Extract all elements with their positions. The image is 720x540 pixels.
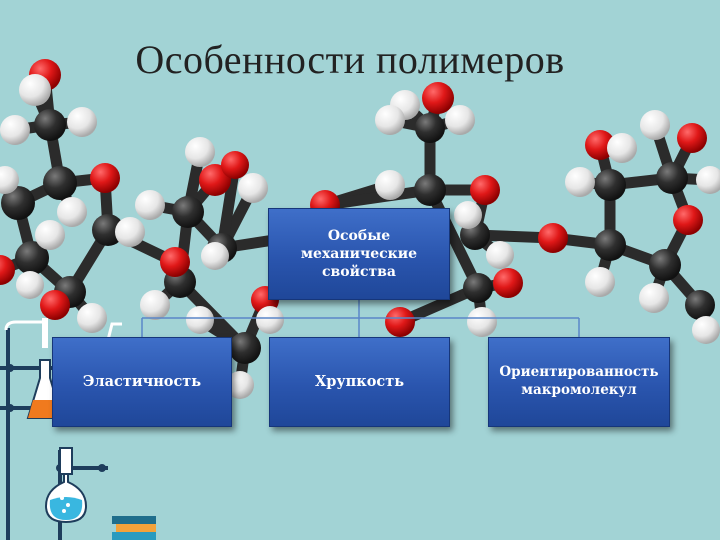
hydrogen-atom [57,197,87,227]
oxygen-atom [90,163,120,193]
hydrogen-atom [185,137,215,167]
hydrogen-atom [19,74,51,106]
carbon-atom [1,186,35,220]
hydrogen-atom [186,306,214,334]
oxygen-atom [677,123,707,153]
oxygen-atom [0,255,15,285]
carbon-atom [415,113,445,143]
hydrogen-atom [238,173,268,203]
carbon-atom [463,273,493,303]
hydrogen-atom [226,371,254,399]
hydrogen-atom [35,220,65,250]
hydrogen-atom [467,307,497,337]
molecule-bond [424,184,484,294]
carbon-atom [43,166,77,200]
oxygen-atom [221,151,249,179]
hydrogen-atom [696,166,720,194]
hydrogen-atom [375,105,405,135]
carbon-atom [15,241,49,275]
hydrogen-atom [115,217,145,247]
molecule-bond [319,184,436,211]
hydrogen-atom [375,170,405,200]
carbon-atom [92,214,124,246]
carbon-atom [594,169,626,201]
diagram-child-orientation: Ориентированность макромолекул [488,337,670,427]
carbon-atom [649,249,681,281]
oxygen-atom [585,130,615,160]
carbon-atom [229,332,261,364]
oxygen-atom [422,82,454,114]
oxygen-atom [385,307,415,337]
hydrogen-atom [585,267,615,297]
slide-title: Особенности полимеров [135,37,565,82]
hydrogen-atom [565,167,595,197]
diagram-child-elasticity: Эластичность [52,337,232,427]
hydrogen-atom [16,271,44,299]
oxygen-atom [538,223,568,253]
oxygen-atom [470,175,500,205]
carbon-atom [594,229,626,261]
hydrogen-atom [445,105,475,135]
hydrogen-atom [486,241,514,269]
oxygen-atom [673,205,703,235]
carbon-atom [172,196,204,228]
carbon-atom [34,109,66,141]
hydrogen-atom [640,110,670,140]
hydrogen-atom [256,306,284,334]
hydrogen-atom [639,283,669,313]
hydrogen-atom [135,190,165,220]
diagram-child-brittleness: Хрупкость [269,337,450,427]
hydrogen-atom [607,133,637,163]
carbon-atom [685,290,715,320]
hydrogen-atom [0,115,30,145]
hydrogen-atom [201,242,229,270]
hydrogen-atom [77,303,107,333]
hydrogen-atom [67,107,97,137]
oxygen-atom [160,247,190,277]
hydrogen-atom [0,166,19,194]
hydrogen-atom [140,290,170,320]
carbon-atom [414,174,446,206]
carbon-atom [656,162,688,194]
hydrogen-atom [454,201,482,229]
hydrogen-atom [692,316,720,344]
diagram-root-box: Особые механические свойства [268,208,450,300]
oxygen-atom [493,268,523,298]
diagram-connectors [141,300,580,337]
oxygen-atom [40,290,70,320]
